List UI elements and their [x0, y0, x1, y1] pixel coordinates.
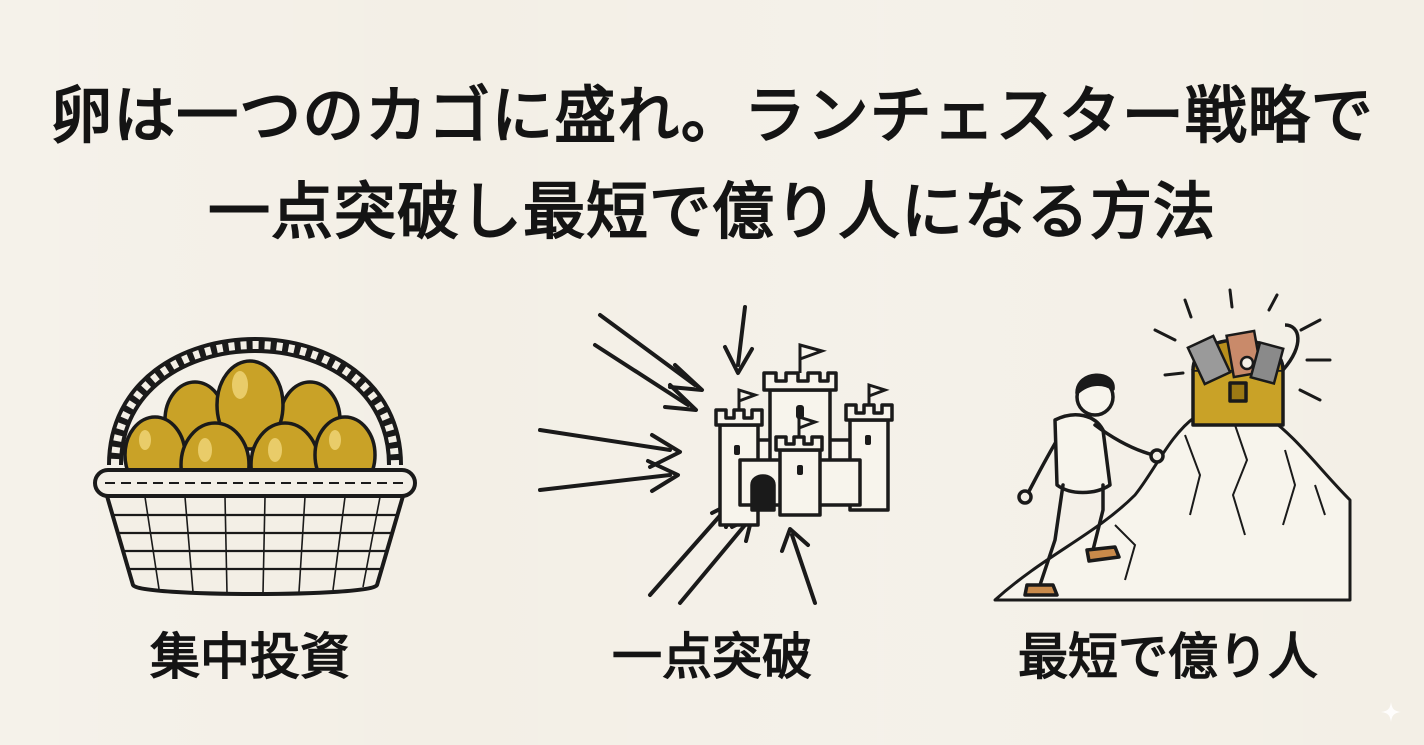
egg-basket-illustration [55, 285, 455, 615]
title-line-2: 一点突破し最短で億り人になる方法 [207, 175, 1216, 248]
sparkle-icon [1381, 702, 1401, 722]
climber-treasure-icon [993, 288, 1352, 602]
label-shortest-millionaire: 最短で億り人 [1018, 628, 1318, 686]
label-concentrated-investment: 集中投資 [150, 628, 350, 686]
page-title: 卵は一つのカゴに盛れ。ランチェスター戦略で 一点突破し最短で億り人になる方法 [0, 68, 1424, 260]
title-line-1: 卵は一つのカゴに盛れ。ランチェスター戦略で [50, 79, 1374, 152]
climber-illustration [985, 285, 1385, 615]
castle-breakthrough-icon [538, 305, 894, 605]
castle-illustration [520, 285, 920, 615]
label-breakthrough: 一点突破 [612, 628, 812, 686]
egg-basket-icon [93, 337, 417, 596]
